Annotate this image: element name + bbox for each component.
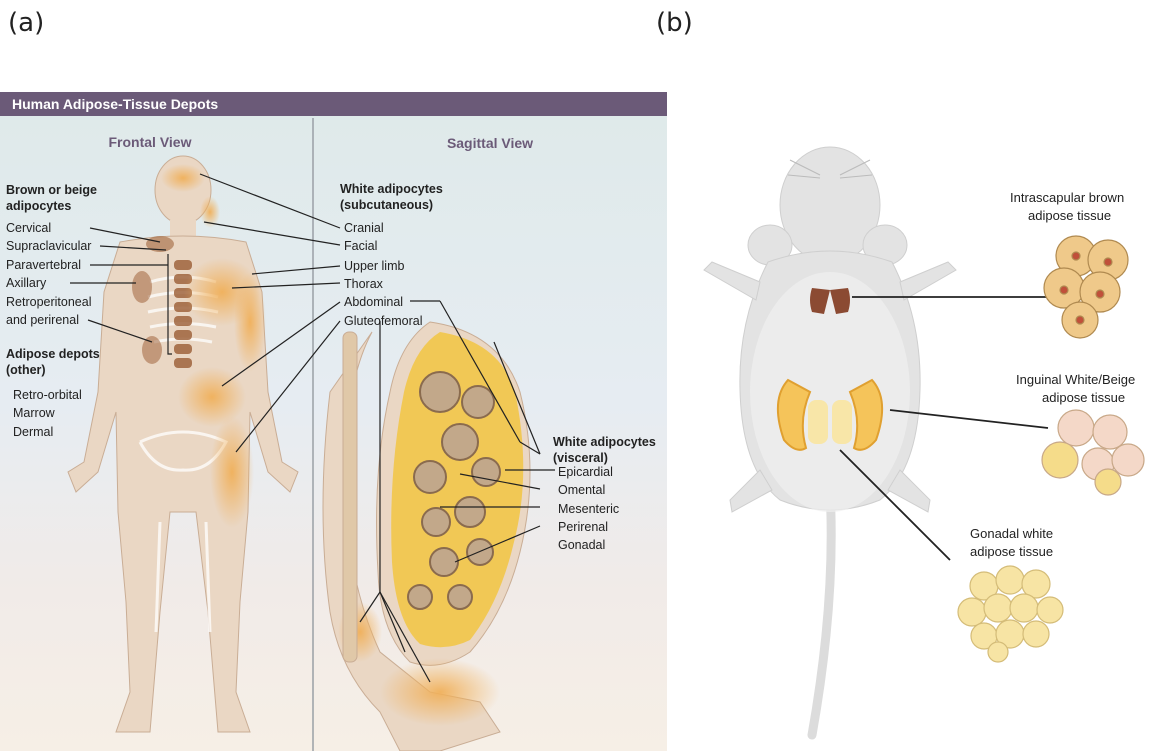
label-epicardial: Epicardial bbox=[558, 465, 613, 479]
label-gonadal-line1: Gonadal white bbox=[970, 526, 1053, 541]
beige-adipocyte-cluster bbox=[1042, 410, 1144, 495]
label-inguinal-line1: Inguinal White/Beige bbox=[1016, 372, 1135, 387]
label-gluteofemoral: Gluteofemoral bbox=[344, 314, 423, 328]
label-facial: Facial bbox=[344, 239, 377, 253]
label-upper-limb: Upper limb bbox=[344, 259, 404, 273]
frontal-view-label: Frontal View bbox=[109, 134, 192, 150]
white-adipocyte-cluster bbox=[958, 566, 1063, 662]
other-heading-line2: (other) bbox=[6, 363, 46, 377]
label-abdominal: Abdominal bbox=[344, 295, 403, 309]
label-marrow: Marrow bbox=[13, 406, 56, 420]
label-cranial: Cranial bbox=[344, 221, 384, 235]
label-retroperitoneal: Retroperitoneal bbox=[6, 295, 91, 309]
mouse-tail bbox=[812, 490, 831, 735]
brown-heading-line2: adipocytes bbox=[6, 199, 71, 213]
mouse-illustration: Intrascapular brown adipose tissue Ingui… bbox=[668, 0, 1164, 751]
visceral-heading-line1: White adipocytes bbox=[553, 435, 656, 449]
label-axillary: Axillary bbox=[6, 276, 47, 290]
label-perirenal-brown: and perirenal bbox=[6, 313, 79, 327]
label-thorax: Thorax bbox=[344, 277, 384, 291]
visceral-heading-line2: (visceral) bbox=[553, 451, 608, 465]
label-intrascapular-line2: adipose tissue bbox=[1028, 208, 1111, 223]
label-inguinal-line2: adipose tissue bbox=[1042, 390, 1125, 405]
label-retro-orbital: Retro-orbital bbox=[13, 388, 82, 402]
label-mesenteric: Mesenteric bbox=[558, 502, 619, 516]
label-paravertebral: Paravertebral bbox=[6, 258, 81, 272]
sagittal-view-label: Sagittal View bbox=[447, 135, 533, 151]
human-adipose-figure: Human Adipose-Tissue Depots bbox=[0, 92, 667, 751]
label-intrascapular-line1: Intrascapular brown bbox=[1010, 190, 1124, 205]
label-gonadal: Gonadal bbox=[558, 538, 605, 552]
other-heading-line1: Adipose depots bbox=[6, 347, 100, 361]
subcut-heading-line2: (subcutaneous) bbox=[340, 198, 433, 212]
label-omental: Omental bbox=[558, 483, 605, 497]
label-supraclavicular: Supraclavicular bbox=[6, 239, 91, 253]
human-illustration: Frontal View Sagittal View Brown or beig… bbox=[0, 92, 667, 751]
label-cervical: Cervical bbox=[6, 221, 51, 235]
label-gonadal-line2: adipose tissue bbox=[970, 544, 1053, 559]
brown-heading-line1: Brown or beige bbox=[6, 183, 97, 197]
subcut-heading-line1: White adipocytes bbox=[340, 182, 443, 196]
label-dermal: Dermal bbox=[13, 425, 53, 439]
label-perirenal: Perirenal bbox=[558, 520, 608, 534]
panel-label-a: (a) bbox=[8, 8, 44, 38]
brown-adipocyte-cluster bbox=[1044, 236, 1128, 338]
